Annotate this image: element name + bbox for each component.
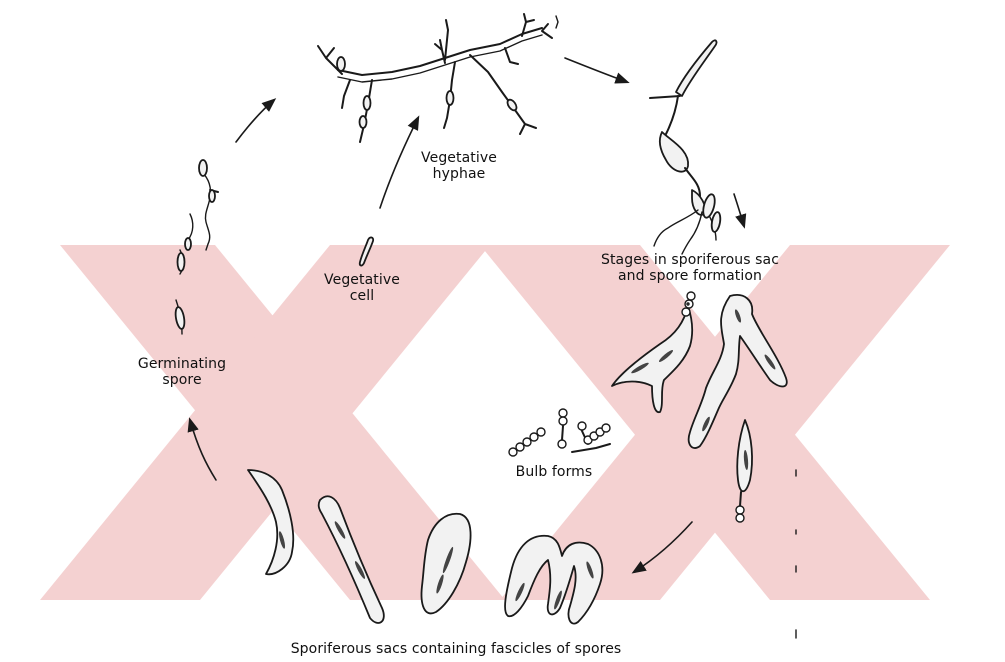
bulb-forms-drawing [509, 409, 610, 456]
label-stages-sporiferous-sac: Stages in sporiferous sac and spore form… [590, 252, 790, 284]
label-bulb-forms: Bulb forms [504, 464, 604, 480]
arrow-hyphae-to-sac [565, 58, 627, 82]
label-vegetative-cell: Vegetative cell [312, 272, 412, 304]
sporiferous-sac-formation-drawing [650, 40, 722, 254]
vegetative-hyphae-drawing [318, 14, 552, 142]
label-germinating-spore: Germinating spore [126, 356, 238, 388]
label-sporiferous-sacs: Sporiferous sacs containing fascicles of… [246, 641, 666, 657]
label-vegetative-hyphae: Vegetative hyphae [404, 150, 514, 182]
arrow-germination-to-hyphae [236, 100, 274, 142]
watermark [40, 245, 950, 600]
arrow-sac-to-stages [734, 194, 744, 226]
